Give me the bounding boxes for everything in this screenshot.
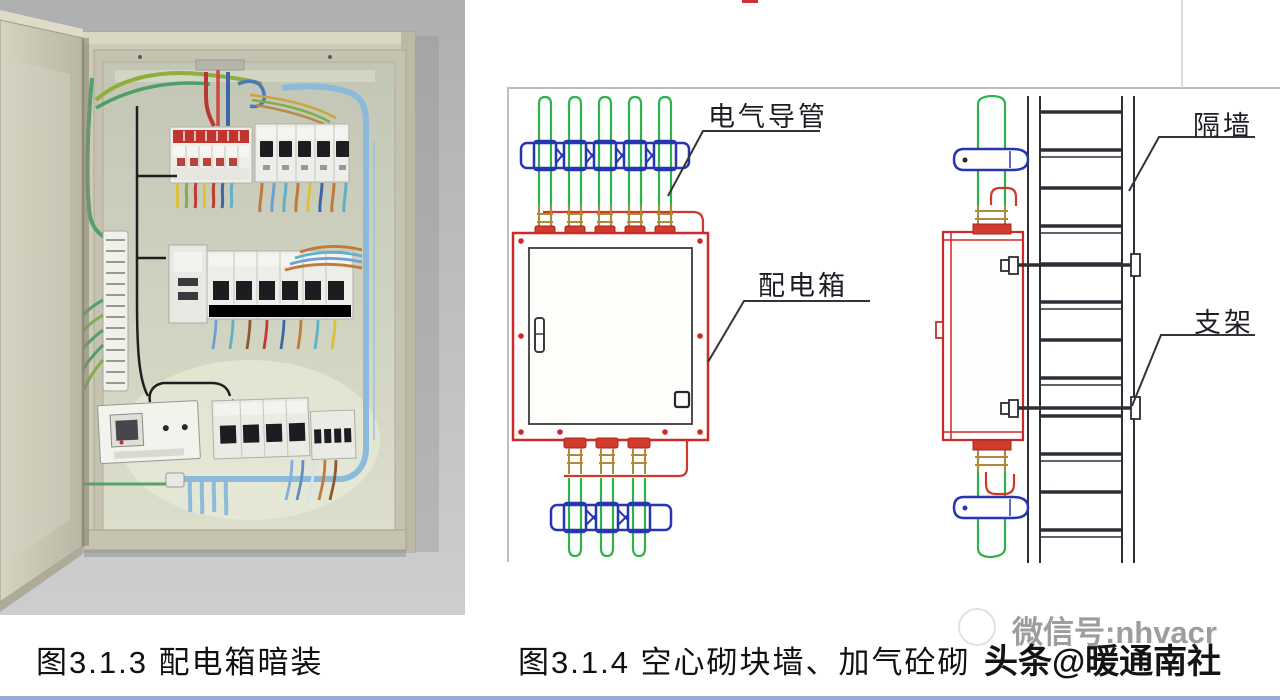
conduits-top	[537, 95, 673, 228]
label-bracket: 支架	[1194, 308, 1254, 338]
wires-below-row1	[175, 182, 348, 213]
threaded-couplings-bottom	[567, 448, 647, 474]
diagram-panel: 电气导管 配电箱 隔墙 支架	[465, 0, 1280, 615]
side-view	[935, 94, 1141, 563]
cabinet-door	[0, 10, 89, 612]
red-manifold-top	[543, 210, 705, 233]
coupling-band-top	[519, 139, 691, 172]
watermark-wechat-id: 微信号:nhvacr	[1012, 615, 1217, 650]
incoming-wires-top	[85, 70, 337, 242]
breaker-row-bottom	[211, 397, 357, 461]
label-electrical-conduit: 电气导管	[708, 102, 828, 132]
label-distribution-box: 配电箱	[758, 271, 848, 301]
meter-device	[97, 400, 201, 465]
side-conduits	[976, 94, 1007, 559]
red-edge-artifact	[742, 0, 758, 3]
diagram-frame	[507, 87, 1280, 562]
coupling-band-bottom	[549, 501, 673, 534]
installation-diagram	[507, 0, 1280, 563]
black-control-wires	[135, 106, 242, 429]
wires-below-bottom-row	[284, 459, 338, 501]
terminal-strip	[102, 230, 129, 392]
watermark-toutiao: 头条@暖通南社	[984, 643, 1222, 681]
caption-figure-314: 图3.1.4 空心砌块墙、加气砼砌	[518, 645, 971, 680]
breaker-row-top-left	[169, 126, 253, 184]
red-manifold-bottom	[564, 440, 689, 478]
breaker-row-top-right	[254, 123, 350, 183]
cabinet-shadow	[413, 36, 439, 552]
leader-lines	[667, 130, 1255, 407]
front-view	[511, 95, 710, 558]
cabinet-bottom	[83, 529, 407, 557]
photo-distribution-box	[0, 0, 465, 615]
support-brackets	[1000, 253, 1141, 420]
label-partition-wall: 隔墙	[1193, 111, 1253, 141]
side-fittings	[972, 186, 1018, 496]
caption-band: 图3.1.3 配电箱暗装 图3.1.4 空心砌块墙、加气砼砌	[0, 615, 1280, 696]
threaded-couplings-top	[537, 205, 673, 232]
box-exit-flanges-bottom	[563, 437, 651, 449]
wires-row2	[211, 245, 363, 350]
conduit-connector	[165, 472, 185, 488]
door-lock	[673, 390, 691, 409]
distribution-box-front	[511, 231, 710, 442]
caption-figure-313: 图3.1.3 配电箱暗装	[36, 645, 324, 680]
partition-wall	[1027, 96, 1135, 563]
blue-conduit-wire	[184, 83, 375, 516]
breaker-row-middle	[168, 244, 354, 324]
photo-illustration	[0, 0, 465, 615]
watermark-logo-icon	[958, 608, 996, 646]
bottom-divider	[0, 696, 1280, 700]
conduits-bottom	[567, 478, 647, 558]
door-handle	[534, 317, 545, 353]
side-couplings	[952, 147, 1030, 520]
